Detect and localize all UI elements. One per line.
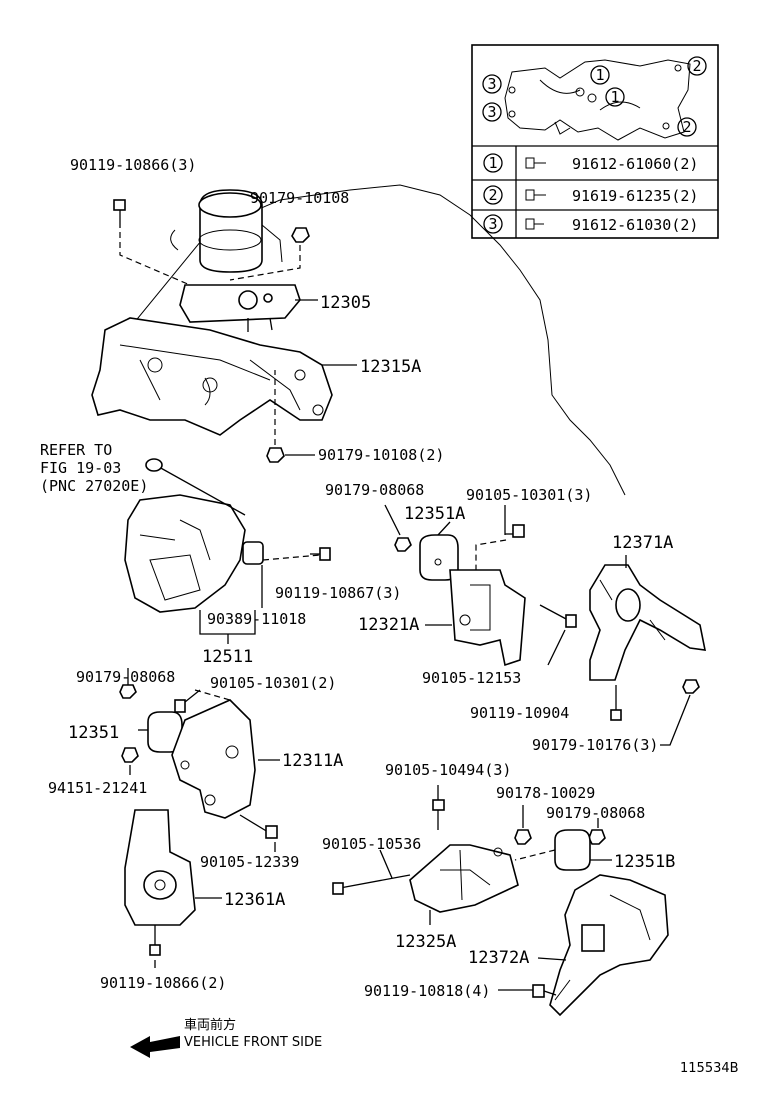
label-12351: 12351 — [68, 723, 119, 743]
legend-callout-3a: 3 — [482, 74, 502, 94]
label-94151-21241: 94151-21241 — [48, 779, 147, 797]
label-90389-11018: 90389-11018 — [207, 610, 306, 628]
part-12372A-mount — [549, 874, 669, 1017]
label-refer-to: REFER TO — [40, 441, 112, 459]
svg-text:3: 3 — [488, 215, 497, 233]
direction-label-en: VEHICLE FRONT SIDE — [184, 1035, 322, 1050]
bolt-90119-10904 — [610, 685, 622, 721]
bolt-icon — [525, 218, 544, 230]
stud-bolt-icon — [525, 189, 546, 201]
svg-text:2: 2 — [692, 57, 701, 75]
legend-row-3: 3 91612-61030(2) — [483, 214, 698, 234]
bolt-90105-10536 — [332, 874, 411, 895]
label-90179-10176-3: 90179-10176(3) — [532, 736, 658, 754]
nut-90179-10108-2 — [266, 370, 285, 463]
label-90119-10904: 90119-10904 — [470, 704, 569, 722]
svg-text:2: 2 — [488, 186, 497, 204]
part-12315A-bracket — [91, 317, 333, 436]
label-90119-10818-4: 90119-10818(4) — [364, 982, 490, 1000]
svg-text:1: 1 — [488, 154, 497, 172]
svg-text:91612-61030(2): 91612-61030(2) — [572, 216, 698, 234]
part-12371A-mount — [589, 564, 707, 681]
part-12321A-bracket — [449, 569, 526, 667]
label-12511: 12511 — [202, 647, 253, 667]
svg-text:91619-61235(2): 91619-61235(2) — [572, 187, 698, 205]
nut-94151-21241 — [121, 747, 139, 763]
label-12311A: 12311A — [282, 751, 343, 771]
bolt-90105-10301-3 — [475, 524, 525, 575]
svg-text:91612-61060(2): 91612-61060(2) — [572, 155, 698, 173]
label-90105-10301-2: 90105-10301(2) — [210, 674, 336, 692]
label-12305: 12305 — [320, 293, 371, 313]
nut-90179-08068-right — [588, 829, 606, 845]
part-12305-mount — [170, 189, 301, 332]
label-12321A: 12321A — [358, 615, 419, 635]
label-90179-10108: 90179-10108 — [250, 189, 349, 207]
svg-text:1: 1 — [595, 66, 604, 84]
nut-90179-08068-top — [384, 504, 412, 552]
label-fig-19-03: FIG 19-03 — [40, 459, 121, 477]
legend-box: 1 1 2 2 3 3 1 9161 — [471, 44, 719, 239]
nut-90179-10176-3 — [660, 679, 700, 746]
label-90105-10494-3: 90105-10494(3) — [385, 761, 511, 779]
leader-lines — [127, 299, 627, 991]
label-90119-10866-3: 90119-10866(3) — [70, 156, 196, 174]
label-90105-10536: 90105-10536 — [322, 835, 421, 853]
label-pnc-27020E: (PNC 27020E) — [40, 477, 148, 495]
legend-callout-2b: 2 — [677, 117, 697, 137]
label-12361A: 12361A — [224, 890, 285, 910]
vehicle-front-indicator: 車両前方 VEHICLE FRONT SIDE — [130, 1017, 322, 1058]
label-90179-08068-left: 90179-08068 — [76, 668, 175, 686]
label-90179-08068-top: 90179-08068 — [325, 481, 424, 499]
label-90105-12153: 90105-12153 — [422, 669, 521, 687]
bolt-icon — [525, 157, 546, 169]
nut-90179-08068-left — [119, 684, 137, 699]
legend-row-2: 2 91619-61235(2) — [483, 185, 698, 205]
svg-text:1: 1 — [610, 88, 619, 106]
label-12315A: 12315A — [360, 357, 421, 377]
bolt-90105-12153 — [539, 604, 577, 666]
legend-callout-1b: 1 — [605, 87, 625, 107]
bolt-90119-10818-4 — [532, 984, 557, 998]
svg-text:2: 2 — [682, 118, 691, 136]
nut-90179-10108 — [229, 227, 310, 281]
label-12372A: 12372A — [468, 948, 529, 968]
direction-label-jp: 車両前方 — [184, 1017, 236, 1033]
arrow-left-icon — [130, 1036, 180, 1058]
label-90105-10301-3: 90105-10301(3) — [466, 486, 592, 504]
part-12361A-mount — [124, 809, 196, 926]
part-12311A-bracket — [171, 699, 256, 819]
label-12351B: 12351B — [614, 852, 675, 872]
label-90178-10029: 90178-10029 — [496, 784, 595, 802]
figure-id: 115534B — [680, 1061, 739, 1076]
svg-text:3: 3 — [487, 103, 496, 121]
part-12511-engine-mount — [124, 458, 331, 644]
label-90105-12339: 90105-12339 — [200, 853, 299, 871]
legend-callout-2a: 2 — [687, 56, 707, 76]
label-90179-10108-2: 90179-10108(2) — [318, 446, 444, 464]
engine-outline — [119, 184, 626, 496]
label-12371A: 12371A — [612, 533, 673, 553]
svg-text:3: 3 — [487, 75, 496, 93]
label-90119-10867-3: 90119-10867(3) — [275, 584, 401, 602]
label-90119-10866-2: 90119-10866(2) — [100, 974, 226, 992]
bolt-90105-10494-3 — [432, 799, 445, 830]
part-labels: 90119-10866(3) 90179-10108 12305 12315A … — [40, 156, 675, 1000]
bolt-90119-10867-3 — [310, 547, 331, 561]
label-90179-08068-right: 90179-08068 — [546, 804, 645, 822]
bolt-90119-10866-2 — [149, 925, 161, 956]
bolt-90105-12339 — [239, 814, 278, 839]
label-12325A: 12325A — [395, 932, 456, 952]
bolt-90119-10866-3 — [113, 199, 191, 286]
legend-row-1: 1 91612-61060(2) — [483, 153, 698, 173]
legend-callout-1a: 1 — [590, 65, 610, 85]
legend-callout-3b: 3 — [482, 102, 502, 122]
nut-90178-10029 — [514, 829, 532, 845]
part-12325A-bracket — [409, 844, 519, 913]
label-12351A: 12351A — [404, 504, 465, 524]
